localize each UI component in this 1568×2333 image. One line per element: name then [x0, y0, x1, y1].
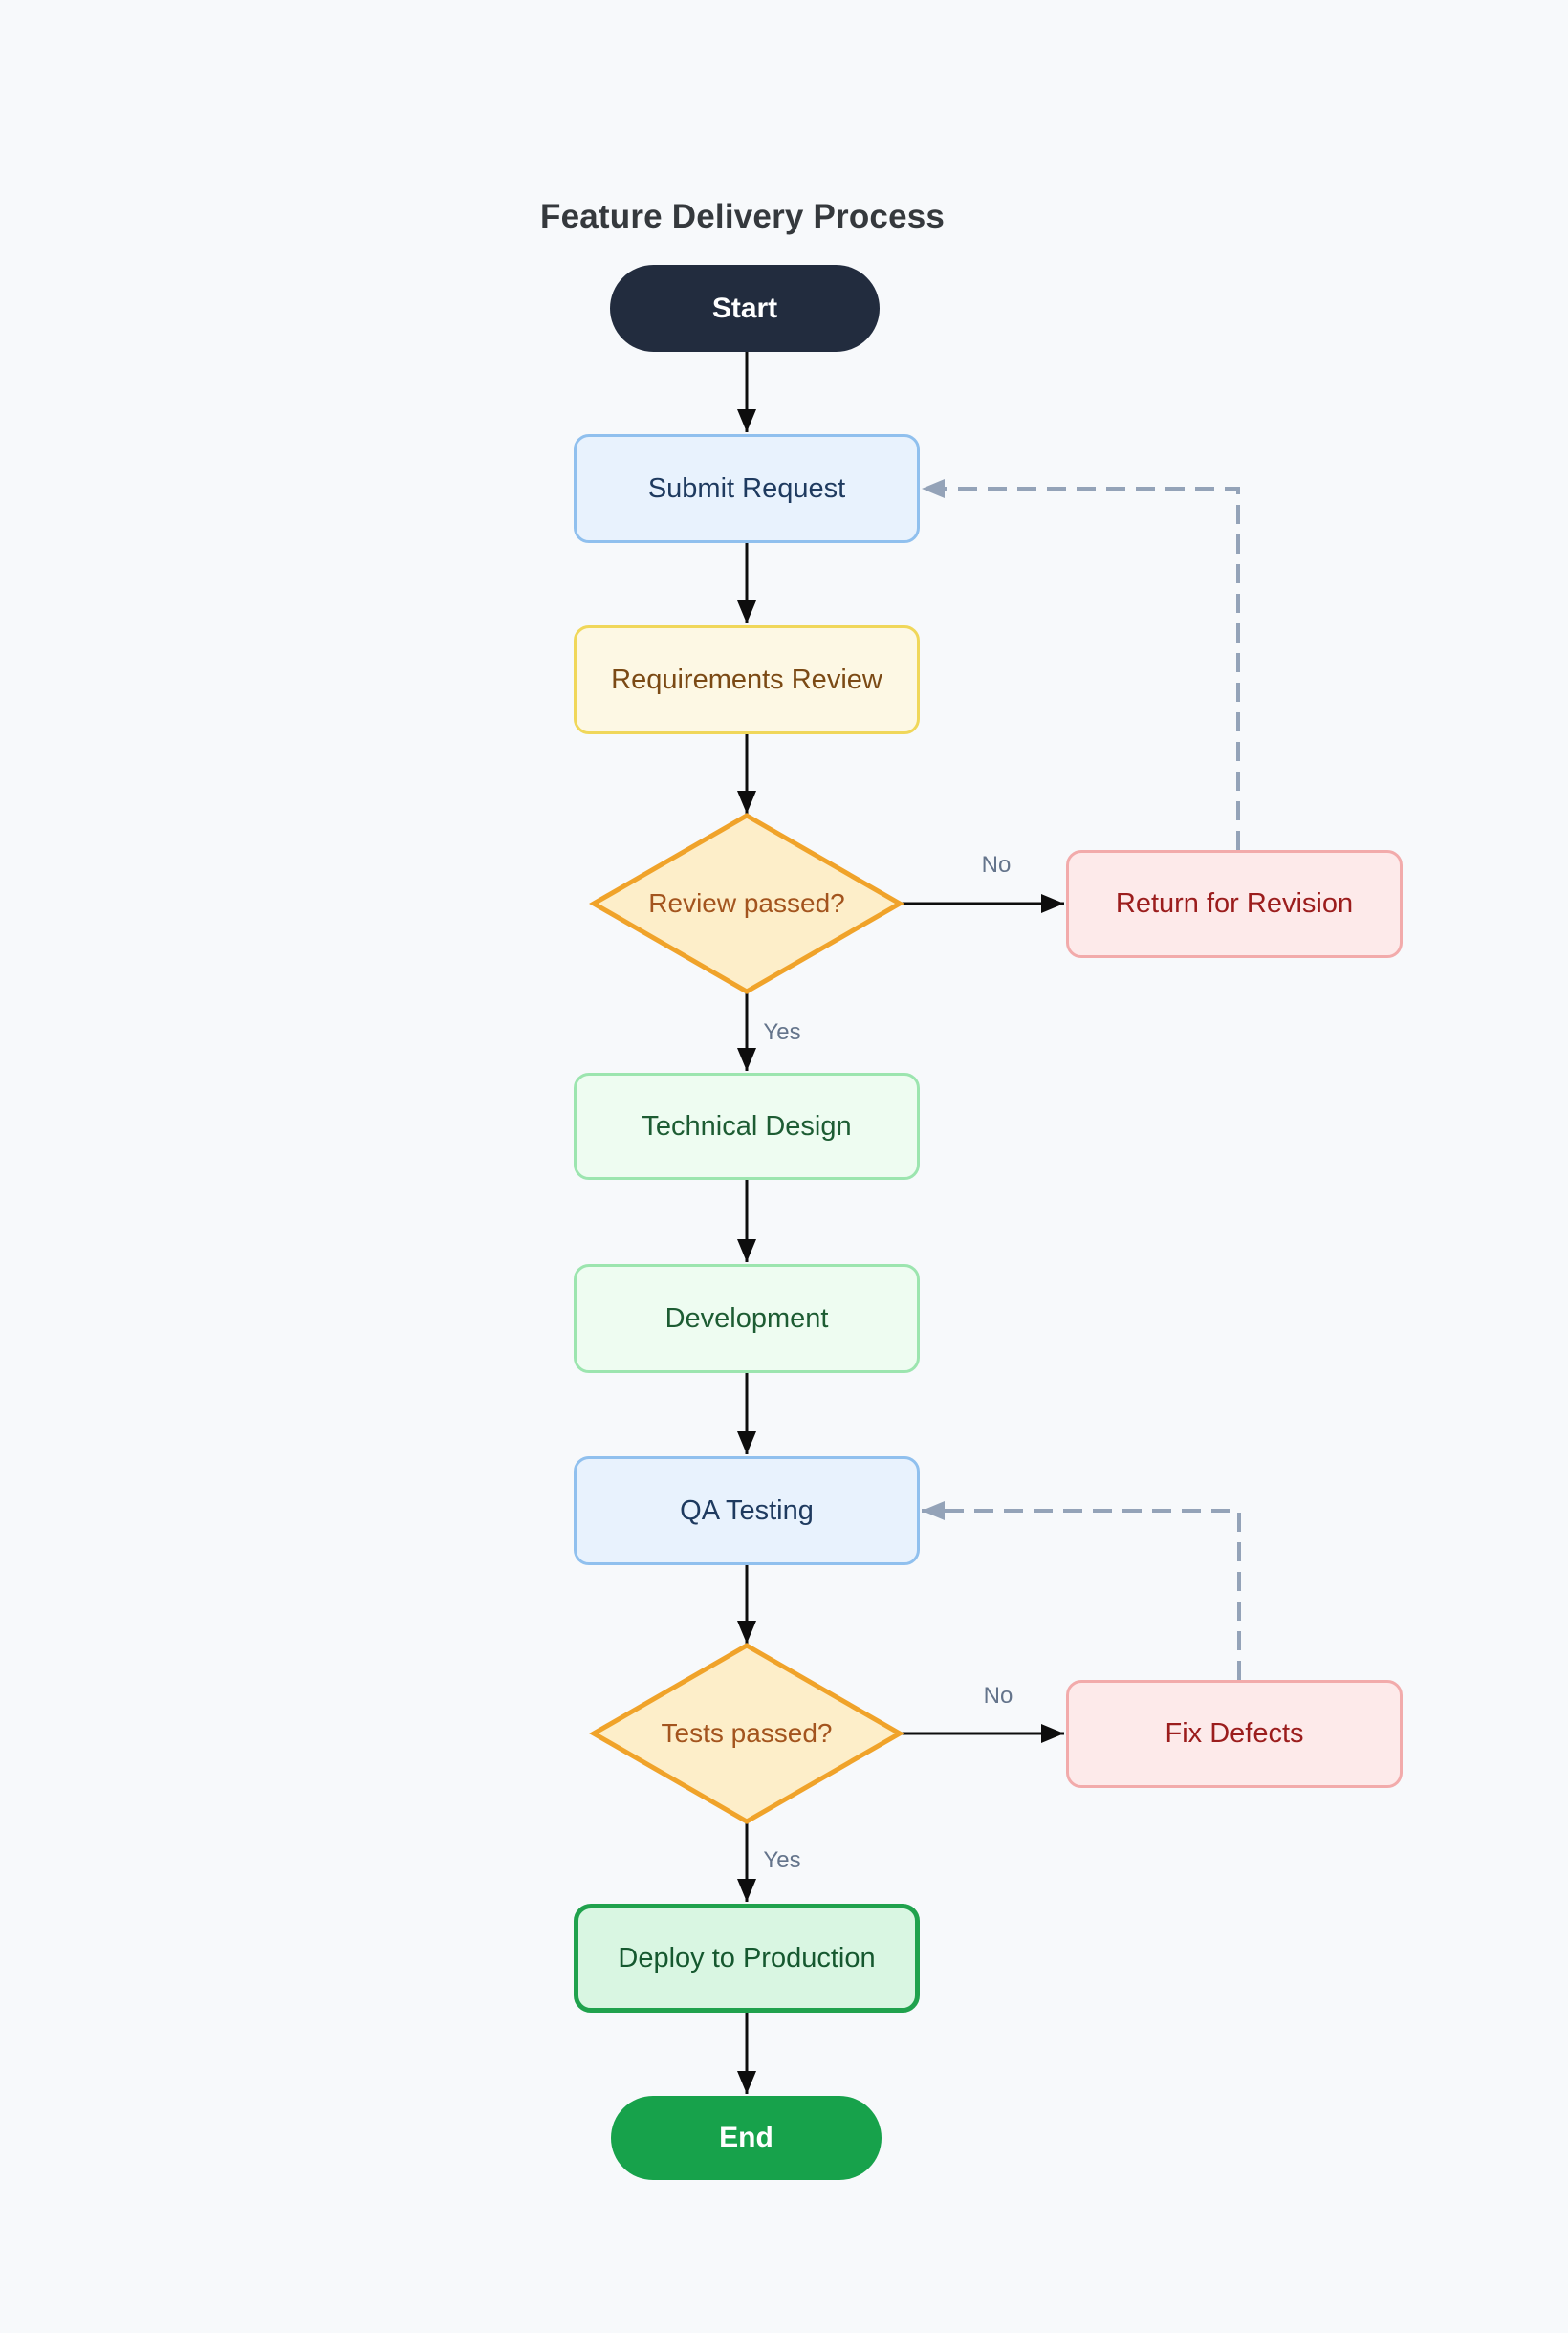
node-tests-passed-shape [588, 1643, 905, 1824]
node-end-label: End [719, 2122, 773, 2153]
node-fix-defects: Fix Defects [1066, 1680, 1403, 1788]
node-fix-defects-label: Fix Defects [1165, 1718, 1304, 1749]
edge-label-review-yes: Yes [763, 1019, 801, 1045]
node-return-for-revision: Return for Revision [1066, 850, 1403, 958]
node-qa-testing: QA Testing [574, 1456, 920, 1565]
edge-return-to-submit-dashed [922, 479, 1240, 850]
node-end: End [611, 2096, 882, 2180]
node-technical-design-label: Technical Design [642, 1110, 852, 1142]
edge-label-tests-no: No [983, 1683, 1013, 1709]
node-start: Start [610, 265, 880, 352]
edge-label-review-no: No [981, 852, 1012, 878]
diagram-title: Feature Delivery Process [540, 198, 946, 235]
node-submit-request-label: Submit Request [647, 472, 846, 504]
node-tests-passed-label: Tests passed? [661, 1718, 833, 1748]
node-deploy-to-production: Deploy to Production [574, 1904, 920, 2013]
node-start-label: Start [711, 292, 778, 324]
edge-label-tests-yes: Yes [763, 1847, 801, 1873]
edge-fixdefects-to-qa-dashed [922, 1501, 1241, 1680]
node-requirements-review: Requirements Review [574, 625, 920, 734]
node-review-passed-label: Review passed? [648, 888, 845, 918]
node-review-passed-shape [588, 813, 905, 994]
node-development-label: Development [664, 1302, 829, 1334]
node-technical-design: Technical Design [574, 1073, 920, 1180]
node-development: Development [574, 1264, 920, 1373]
node-return-for-revision-label: Return for Revision [1115, 888, 1354, 919]
node-submit-request: Submit Request [574, 434, 920, 543]
node-deploy-to-production-label: Deploy to Production [618, 1942, 876, 1973]
node-requirements-review-label: Requirements Review [611, 664, 882, 695]
node-qa-testing-label: QA Testing [680, 1494, 814, 1526]
